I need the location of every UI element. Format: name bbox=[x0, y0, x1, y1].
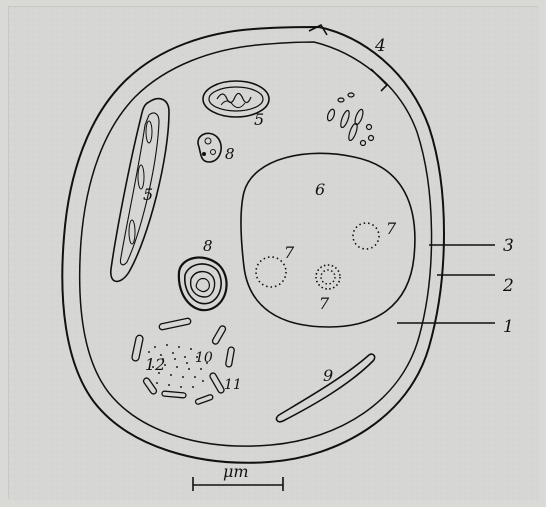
label-3: 3 bbox=[503, 236, 514, 256]
label-2: 2 bbox=[502, 276, 514, 296]
scale-bar-label: μm bbox=[223, 462, 249, 481]
label-5-top: 5 bbox=[254, 110, 264, 129]
label-10: 10 bbox=[195, 350, 213, 366]
label-11: 11 bbox=[224, 377, 242, 393]
cell-diagram: 4 5 8 5 6 7 8 7 7 3 2 1 12 10 11 9 μm bbox=[9, 7, 539, 500]
label-7-right: 7 bbox=[386, 219, 397, 238]
label-9: 9 bbox=[323, 366, 333, 385]
label-8-large: 8 bbox=[203, 237, 213, 255]
figure-panel: 4 5 8 5 6 7 8 7 7 3 2 1 12 10 11 9 μm bbox=[8, 6, 538, 499]
label-6: 6 bbox=[315, 180, 325, 199]
label-5-left: 5 bbox=[143, 185, 153, 204]
label-8-top: 8 bbox=[225, 145, 235, 163]
background bbox=[9, 7, 539, 500]
label-7-left: 7 bbox=[284, 243, 295, 262]
label-1: 1 bbox=[503, 317, 514, 337]
label-4: 4 bbox=[374, 36, 386, 56]
label-7-bottom: 7 bbox=[319, 294, 330, 313]
label-12: 12 bbox=[145, 355, 165, 374]
